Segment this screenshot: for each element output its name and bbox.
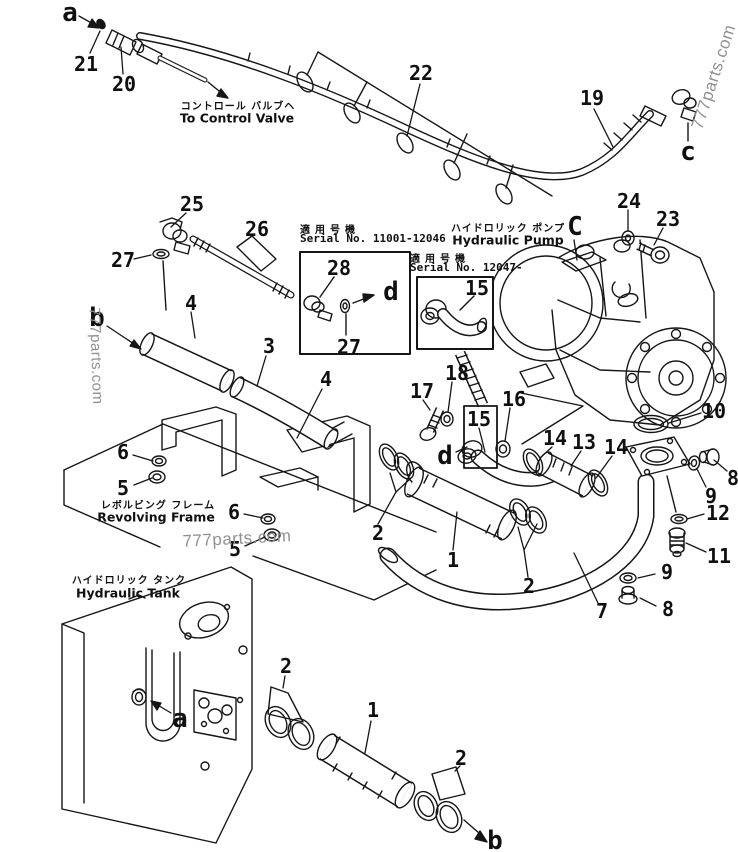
hydraulic-tank-label-jp: ハイドロリック タンク [71, 575, 187, 587]
bottom-hose-assembly-drawing [264, 686, 488, 843]
callout-9-top: 9 [704, 484, 718, 508]
callout-8-top: 8 [726, 466, 738, 490]
serial-box2-range: Serial No. 12047- [410, 261, 523, 274]
callout-2-mid: 2 [371, 521, 385, 545]
washer-24-bolt-23-drawing [621, 230, 670, 264]
callout-25: 25 [179, 192, 205, 216]
callout-27-top: 27 [110, 248, 136, 272]
callout-26: 26 [244, 217, 270, 241]
callout-5-frame: 5 [116, 476, 130, 500]
serial-box-1-drawing [299, 251, 411, 355]
callout-13: 13 [571, 430, 597, 454]
view-marker-b-left: b [89, 303, 105, 333]
callout-16: 16 [501, 387, 527, 411]
hydraulic-tank-label-en: Hydraulic Tank [76, 585, 180, 601]
callout-6-mid: 6 [227, 500, 241, 524]
callout-10: 10 [701, 399, 727, 423]
callout-1-bottom: 1 [366, 698, 380, 722]
hydraulic-pump-drawing [488, 235, 727, 445]
view-marker-c-top: c [680, 137, 696, 167]
revolving-frame-drawing [63, 406, 437, 601]
callout-15-box: 15 [464, 276, 490, 300]
callout-27-box: 27 [336, 335, 362, 359]
serial-box1-label-jp: 適用号機 [300, 225, 360, 236]
control-valve-label-jp: コントロール バルブヘ [180, 101, 296, 113]
callout-14-left: 14 [542, 426, 568, 450]
view-marker-d-box: d [383, 277, 399, 307]
callout-24: 24 [616, 189, 642, 213]
callout-2-bottom2: 2 [454, 746, 468, 770]
hydraulic-pump-label-jp: ハイドロリック ポンプ [451, 223, 565, 235]
view-marker-a-top: a [62, 0, 78, 28]
callout-5-mid: 5 [228, 537, 242, 561]
mid-piping-drawing [139, 332, 655, 611]
callout-18: 18 [444, 361, 470, 385]
callout-8-bottom: 8 [661, 597, 675, 621]
callout-3: 3 [262, 334, 276, 358]
callout-2-bottom1: 2 [279, 654, 293, 678]
watermark-left: 777parts.com [85, 307, 107, 405]
callout-1-mid: 1 [446, 548, 460, 572]
serial-box-2-drawing [416, 276, 494, 350]
callout-28: 28 [326, 256, 352, 280]
callout-15-mid: 15 [466, 407, 492, 431]
revolving-frame-label-jp: レボルビング フレーム [100, 500, 216, 512]
callout-23: 23 [655, 207, 681, 231]
callout-20: 20 [111, 72, 137, 96]
callout-2-right: 2 [522, 574, 536, 598]
view-marker-a-tank: a [172, 704, 188, 734]
callout-7: 7 [595, 599, 609, 623]
control-valve-label-en: To Control Valve [179, 110, 295, 126]
leader-lines [78, 15, 728, 772]
serial-box1-range: Serial No. 11001-12046 [300, 232, 446, 245]
callout-9-bottom: 9 [660, 560, 674, 584]
callout-21: 21 [73, 52, 99, 76]
fitting-and-hose-26-drawing [152, 217, 295, 311]
view-marker-b-bottom: b [487, 826, 503, 852]
callout-11: 11 [706, 544, 732, 568]
callout-22: 22 [408, 61, 434, 85]
callout-12: 12 [705, 501, 731, 525]
top-hose-assembly-drawing [96, 18, 697, 205]
callout-6-frame: 6 [116, 440, 130, 464]
view-marker-c-pump: C [567, 212, 583, 242]
view-marker-d-mid: d [437, 441, 453, 471]
callout-4-left: 4 [184, 291, 198, 315]
callout-17: 17 [409, 379, 435, 403]
hydraulic-tank-drawing [61, 566, 253, 844]
bolt-17-area-drawing [419, 350, 511, 469]
hydraulic-pump-label-en: Hydraulic Pump [452, 232, 564, 248]
serial-box2-label-jp: 適用号機 [410, 254, 470, 265]
callout-19: 19 [579, 86, 605, 110]
callout-14-right: 14 [603, 435, 629, 459]
callout-4-mid: 4 [319, 367, 333, 391]
revolving-frame-label-en: Revolving Frame [97, 509, 215, 525]
